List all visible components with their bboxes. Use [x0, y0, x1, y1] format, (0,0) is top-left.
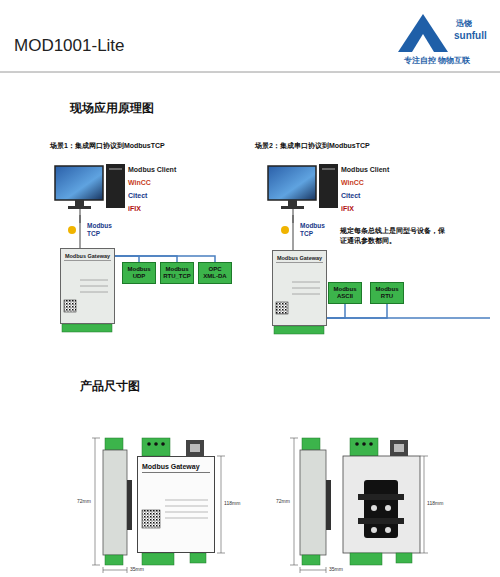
dimension-label: 35mm [130, 566, 144, 572]
back-view [343, 438, 420, 565]
protocol-box: Modbus RTU [370, 282, 404, 304]
node-text: Modbus UDP [125, 266, 153, 280]
node-text: Modbus Gateway [64, 253, 111, 261]
client-labels: Modbus ClientWinCCCitectiFIX [50, 163, 190, 215]
software-label: iFIX [128, 202, 190, 215]
text-label: 场景1：集成网口协议到ModbusTCP [50, 141, 165, 151]
software-label: WinCC [341, 176, 403, 189]
gateway-box: Modbus Gateway [60, 248, 115, 324]
node-text: Modbus RTU [373, 286, 401, 300]
dimension-label: 35mm [329, 566, 343, 572]
software-label: Citect [341, 189, 403, 202]
side-view [300, 438, 331, 565]
gateway-device [60, 248, 115, 332]
text-label: 场景2：集成串口协议到ModbusTCP [255, 141, 370, 151]
node-text: Modbus ASCII [331, 286, 359, 300]
protocol-box: OPC XML-DA [198, 262, 232, 284]
dimension-label: 72mm [77, 498, 91, 504]
protocol-label: Modbus TCP [299, 222, 331, 238]
client-labels: Modbus ClientWinCCCitectiFIX [263, 163, 403, 215]
front-view [137, 438, 215, 565]
text-label: 规定每条总线上是同型号设备，保证通讯参数都同。 [340, 226, 448, 246]
front-panel: Modbus Gateway [137, 456, 215, 553]
node-text: OPC XML-DA [201, 266, 229, 280]
protocol-box: Modbus UDP [122, 262, 156, 284]
section-heading: 现场应用原理图 [70, 100, 154, 117]
protocol-box: Modbus ASCII [328, 282, 362, 304]
dimension-label: 118mm [224, 500, 240, 506]
text-label: 迅饶 [456, 18, 472, 29]
gateway-device [272, 250, 490, 334]
protocol-label: Modbus TCP [86, 222, 118, 238]
node-text: Modbus Gateway [142, 463, 210, 473]
dimension-lines [92, 438, 225, 573]
section-heading: MOD1001-Lite [14, 36, 125, 56]
gateway-box: Modbus Gateway [272, 250, 327, 326]
header-rule [0, 72, 500, 73]
node-text: Modbus Gateway [276, 255, 323, 263]
software-label: Modbus Client [128, 163, 190, 176]
ethernet-link [293, 215, 294, 250]
text-label: sunfull [454, 30, 487, 41]
protocol-box: Modbus RTU_TCP [160, 262, 194, 284]
dimension-lines [290, 438, 428, 573]
software-label: Modbus Client [341, 163, 403, 176]
node-text: Modbus RTU_TCP [163, 266, 191, 280]
side-view [103, 438, 132, 565]
section-heading: 产品尺寸图 [80, 378, 140, 395]
software-label: Citect [128, 189, 190, 202]
bus-link [327, 304, 387, 318]
software-label: WinCC [128, 176, 190, 189]
dimension-label: 72mm [276, 498, 290, 504]
logo [398, 14, 448, 52]
ethernet-link [80, 215, 81, 248]
dimension-label: 118mm [427, 500, 443, 506]
bus-link [327, 304, 345, 318]
text-label: 专注自控 物物互联 [404, 55, 470, 66]
software-label: iFIX [341, 202, 403, 215]
